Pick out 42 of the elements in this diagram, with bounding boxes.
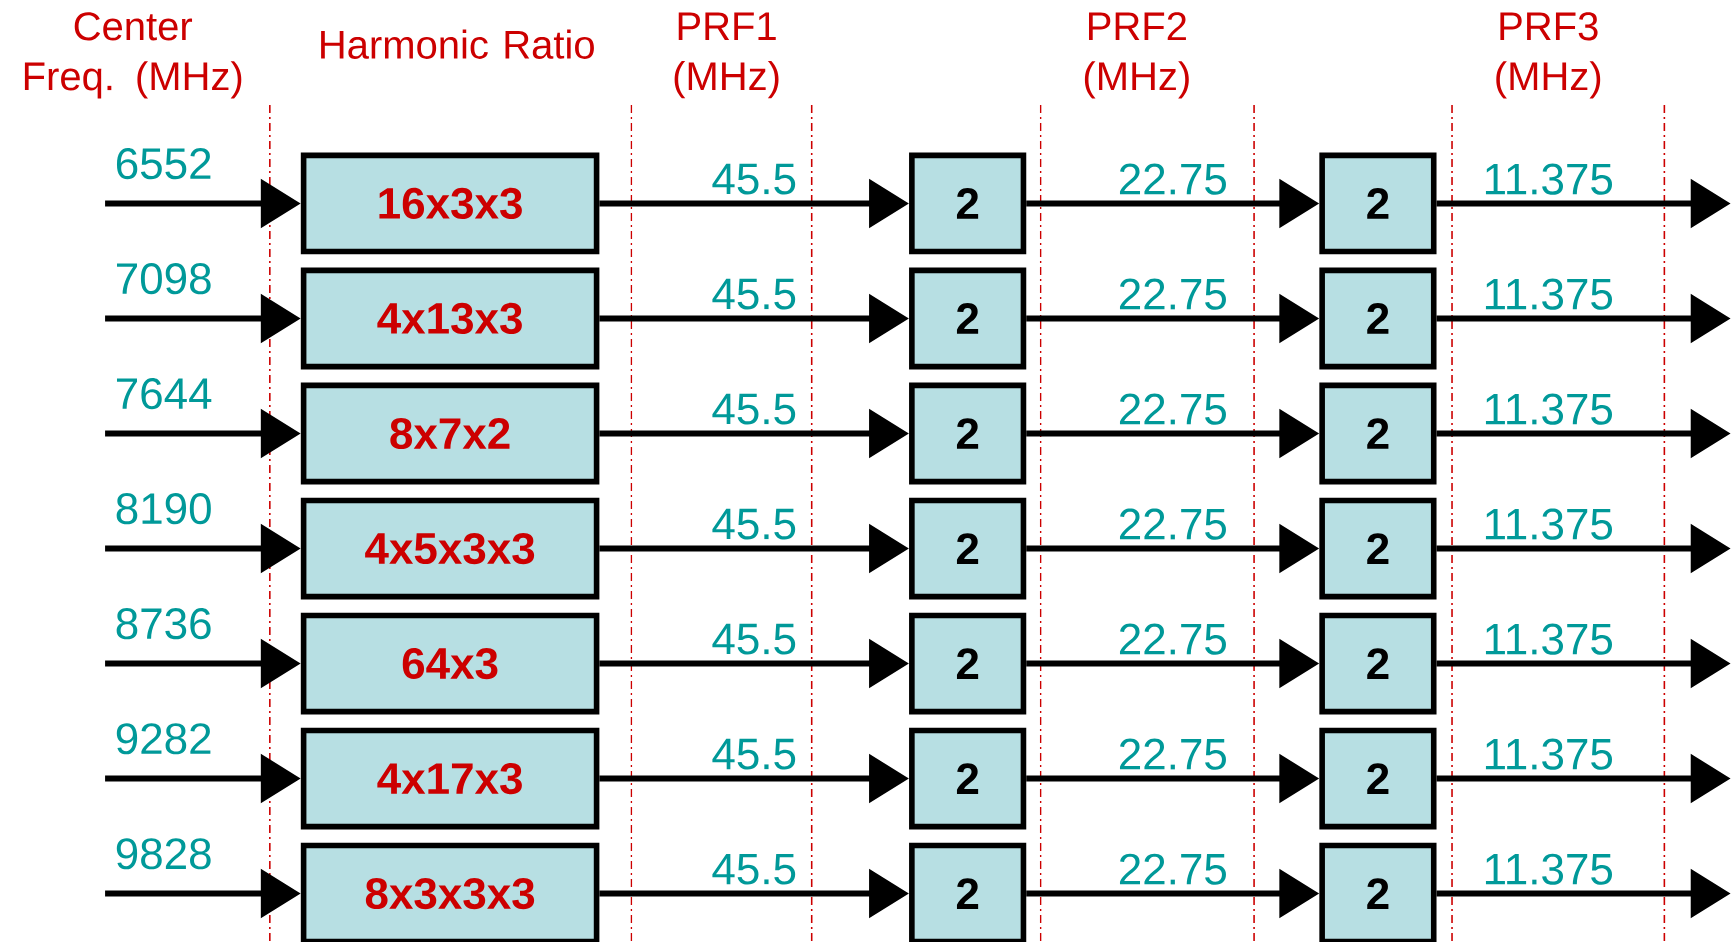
edge-label: 45.5: [709, 621, 800, 657]
edge-label: 45.5: [709, 506, 800, 542]
ratio-box: 8x7x2: [300, 382, 600, 485]
edge-label: 6552: [112, 146, 215, 182]
edge-label: 11.375: [1480, 621, 1616, 657]
divider-box: 2: [1319, 842, 1437, 942]
edge-label: 11.375: [1480, 276, 1616, 312]
divider-box: 2: [909, 842, 1027, 942]
ratio-box: 16x3x3: [300, 152, 600, 255]
edge-label: 8190: [112, 491, 215, 527]
edge-label: 22.75: [1115, 276, 1230, 312]
column-header: PRF2 (MHz): [1084, 12, 1189, 99]
edge-label: 7644: [112, 376, 215, 412]
edge-label: 22.75: [1115, 851, 1230, 887]
edge-label: 22.75: [1115, 161, 1230, 197]
edge-label: 45.5: [709, 736, 800, 772]
column-header: Center Freq. (MHz): [24, 12, 242, 99]
column-header: Harmonic Ratio: [321, 29, 594, 59]
ratio-box: 8x3x3x3: [300, 842, 600, 942]
column-header: PRF1 (MHz): [674, 12, 779, 99]
ratio-box: 4x17x3: [300, 727, 600, 830]
ratio-box: 4x13x3: [300, 267, 600, 370]
column-header: PRF3 (MHz): [1496, 12, 1601, 99]
edge-label: 11.375: [1480, 161, 1616, 197]
edge-label: 22.75: [1115, 506, 1230, 542]
edge-label: 9828: [112, 836, 215, 872]
edge-label: 11.375: [1480, 506, 1616, 542]
ratio-box: 64x3: [300, 612, 600, 715]
edge-label: 8736: [112, 606, 215, 642]
edge-label: 11.375: [1480, 736, 1616, 772]
edge-label: 22.75: [1115, 736, 1230, 772]
edge-label: 11.375: [1480, 391, 1616, 427]
edge-label: 45.5: [709, 161, 800, 197]
edge-label: 45.5: [709, 276, 800, 312]
edge-label: 9282: [112, 721, 215, 757]
edge-label: 11.375: [1480, 851, 1616, 887]
edge-label: 45.5: [709, 851, 800, 887]
ratio-box: 4x5x3x3: [300, 497, 600, 600]
edge-label: 45.5: [709, 391, 800, 427]
edge-label: 22.75: [1115, 391, 1230, 427]
edge-label: 22.75: [1115, 621, 1230, 657]
edge-label: 7098: [112, 261, 215, 297]
